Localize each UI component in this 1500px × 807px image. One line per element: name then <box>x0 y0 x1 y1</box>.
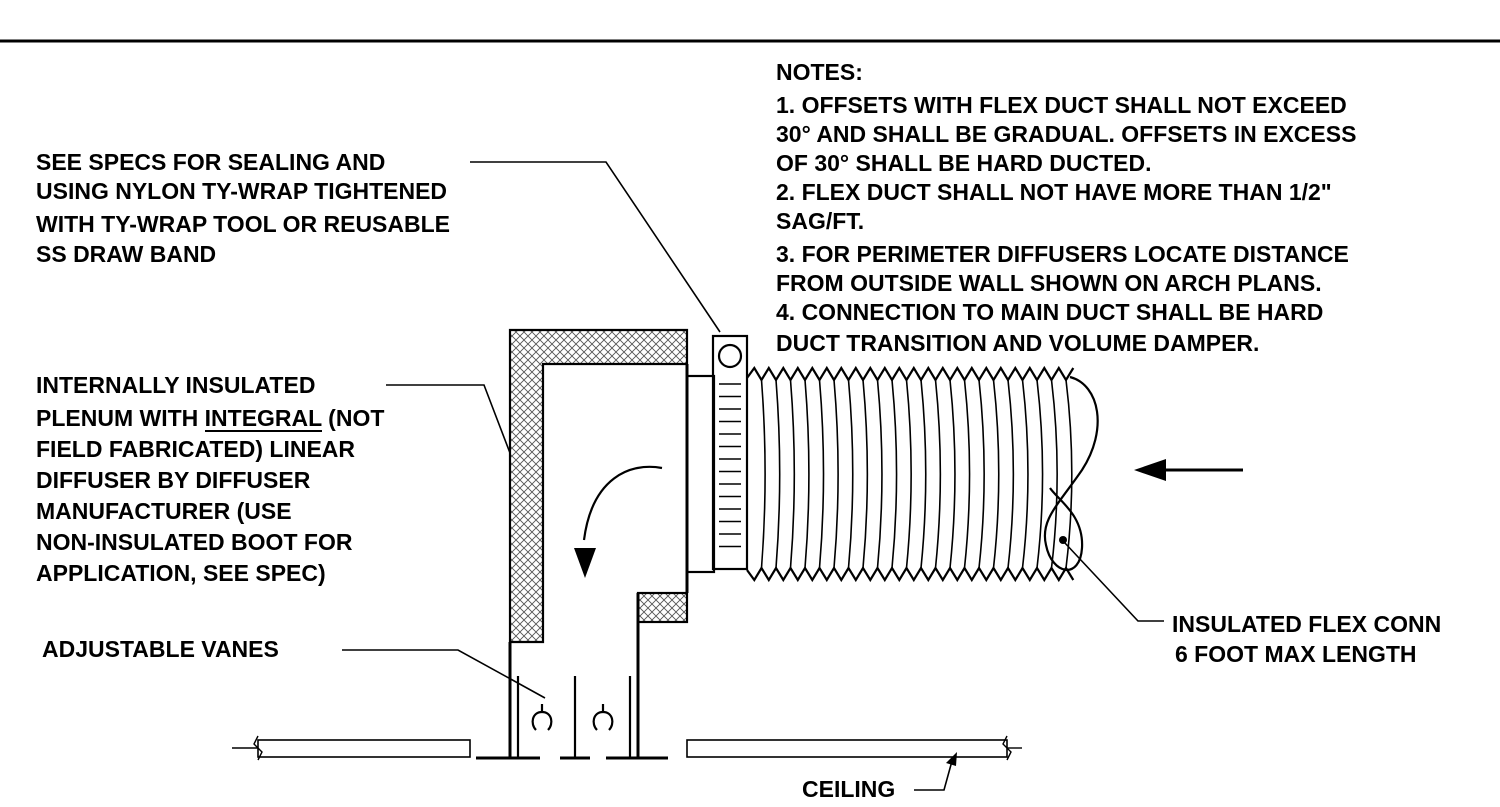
flex-rib <box>934 379 942 569</box>
draw-band <box>711 334 749 571</box>
turning-arrow-arc <box>582 465 663 541</box>
sealing-callout: SEE SPECS FOR SEALING AND USING NYLON TY… <box>36 149 721 333</box>
draw-band-strap <box>711 334 749 571</box>
flex-rib <box>847 379 854 569</box>
flex-rib <box>804 379 810 569</box>
flex-rib <box>862 379 869 569</box>
notes-block: NOTES: 1. OFFSETS WITH FLEX DUCT SHALL N… <box>776 59 1356 356</box>
flex-rib <box>978 379 985 569</box>
ceiling-callout: CEILING <box>802 752 957 802</box>
flex-duct-ribs <box>760 379 1073 569</box>
ceiling-tile-left <box>257 739 471 758</box>
flex-rib <box>1036 379 1044 569</box>
callout-line: MANUFACTURER (USE <box>36 498 292 524</box>
flex-rib <box>1050 379 1058 569</box>
flex-rib <box>920 379 927 569</box>
flex-rib <box>949 379 956 569</box>
flex-rib <box>905 379 912 569</box>
turning-arrow <box>574 465 663 578</box>
draw-band-ribs <box>719 383 741 548</box>
plenum-leader-line <box>386 384 529 501</box>
note-line: 4. CONNECTION TO MAIN DUCT SHALL BE HARD <box>776 299 1323 325</box>
flex-rib <box>1065 379 1073 569</box>
flex-duct-bottom-edge <box>746 565 1075 583</box>
callout-line: SEE SPECS FOR SEALING AND <box>36 149 385 175</box>
ceiling-tile-right <box>686 739 1008 758</box>
diffuser-vanes <box>516 676 632 758</box>
airflow-arrow <box>1134 459 1243 481</box>
flex-leader-dot <box>1059 536 1067 544</box>
vanes-callout: ADJUSTABLE VANES <box>42 636 546 699</box>
boot-collar <box>685 374 716 574</box>
break-symbol-left <box>253 735 263 761</box>
plenum-assembly <box>508 328 716 758</box>
flex-duct <box>746 365 1099 583</box>
flex-rib <box>992 379 1000 569</box>
flex-rib <box>760 379 766 569</box>
note-line: 1. OFFSETS WITH FLEX DUCT SHALL NOT EXCE… <box>776 92 1347 118</box>
plenum-insulation-right <box>636 591 689 624</box>
callout-line: PLENUM WITH INTEGRAL (NOT <box>36 405 384 431</box>
vanes-label: ADJUSTABLE VANES <box>42 636 279 662</box>
draw-band-screw <box>717 343 743 369</box>
vane-hook-right <box>592 704 614 731</box>
flex-rib <box>876 379 883 569</box>
flex-rib <box>789 379 796 569</box>
ceiling-label: CEILING <box>802 776 895 802</box>
flex-leader-line <box>1063 541 1164 622</box>
airflow-arrowhead <box>1134 459 1166 481</box>
ceiling-leader-line <box>914 760 953 791</box>
flex-rib <box>1007 379 1015 569</box>
note-line: 3. FOR PERIMETER DIFFUSERS LOCATE DISTAN… <box>776 241 1349 267</box>
callout-line: 6 FOOT MAX LENGTH <box>1175 641 1417 667</box>
flex-rib <box>891 379 898 569</box>
note-line: 30° AND SHALL BE GRADUAL. OFFSETS IN EXC… <box>776 121 1356 147</box>
note-line: SAG/FT. <box>776 208 864 234</box>
turning-arrowhead <box>574 548 596 578</box>
flex-callout: INSULATED FLEX CONN 6 FOOT MAX LENGTH <box>1059 536 1441 667</box>
callout-line: APPLICATION, SEE SPEC) <box>36 560 326 586</box>
flex-rib <box>818 379 825 569</box>
callout-line: USING NYLON TY-WRAP TIGHTENED <box>36 178 447 204</box>
ceiling-assembly <box>232 735 1022 761</box>
plenum-callout: INTERNALLY INSULATED PLENUM WITH INTEGRA… <box>36 372 532 586</box>
notes-heading: NOTES: <box>776 59 863 85</box>
note-line: FROM OUTSIDE WALL SHOWN ON ARCH PLANS. <box>776 270 1322 296</box>
callout-line: NON-INSULATED BOOT FOR <box>36 529 353 555</box>
vane-hook-left <box>531 704 553 731</box>
flex-rib <box>775 379 781 569</box>
callout-line: SS DRAW BAND <box>36 241 216 267</box>
break-symbol-right <box>1002 735 1012 761</box>
ceiling-leader-arrowhead <box>946 752 957 766</box>
note-line: OF 30° SHALL BE HARD DUCTED. <box>776 150 1152 176</box>
flex-duct-top-edge <box>746 365 1075 383</box>
note-line: 2. FLEX DUCT SHALL NOT HAVE MORE THAN 1/… <box>776 179 1332 205</box>
callout-line: WITH TY-WRAP TOOL OR REUSABLE <box>36 211 450 237</box>
callout-line: FIELD FABRICATED) LINEAR <box>36 436 355 462</box>
flex-rib <box>1021 379 1029 569</box>
flex-duct-break <box>1043 375 1099 571</box>
flex-rib <box>833 379 839 569</box>
callout-line: INSULATED FLEX CONN <box>1172 611 1441 637</box>
sealing-leader-line <box>470 161 721 333</box>
callout-line: INTERNALLY INSULATED <box>36 372 315 398</box>
flex-rib <box>963 379 971 569</box>
callout-line: DIFFUSER BY DIFFUSER <box>36 467 311 493</box>
vanes-leader-line <box>342 649 546 699</box>
note-line: DUCT TRANSITION AND VOLUME DAMPER. <box>776 330 1259 356</box>
